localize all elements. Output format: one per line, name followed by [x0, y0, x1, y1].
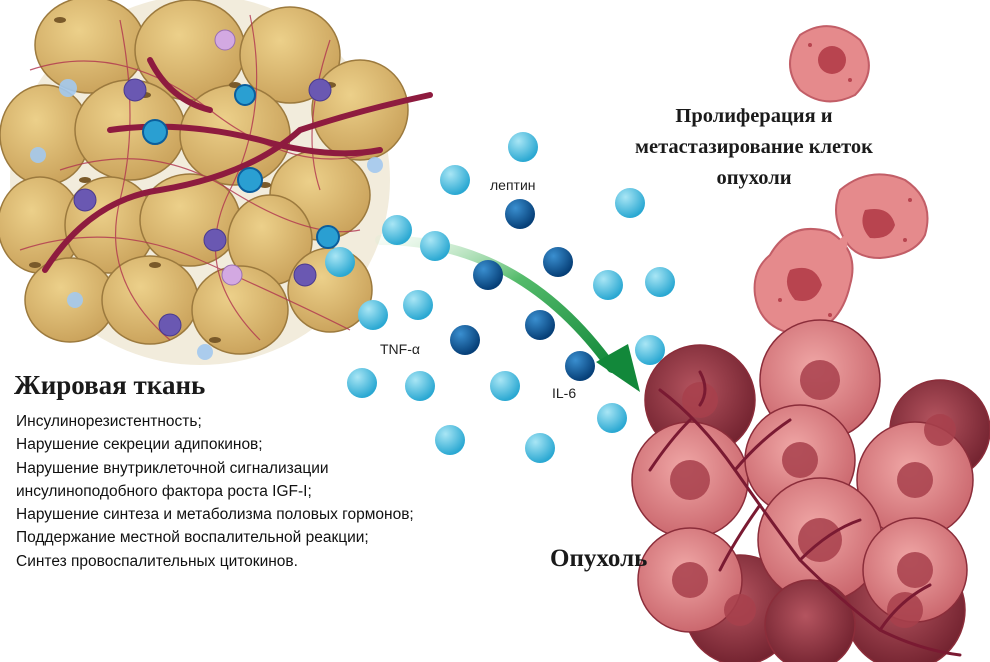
leptin-label: лептин [490, 177, 536, 193]
effect-item: Инсулинорезистентность; [16, 413, 202, 430]
effect-item: инсулиноподобного фактора роста IGF-I; [16, 482, 312, 500]
effect-item: Нарушение внутриклеточной сигнализации [16, 459, 329, 477]
il6-label: IL-6 [552, 385, 577, 401]
proliferation-line-1: Пролиферация и [675, 105, 833, 127]
effect-item: Нарушение синтеза и метаболизма половых … [16, 506, 414, 524]
adipose-tissue-illustration [0, 0, 433, 365]
adipose-effects-list: Инсулинорезистентность; Нарушение секрец… [16, 410, 414, 573]
metastatic-cells-illustration [753, 25, 929, 337]
secretion-arrow [375, 235, 640, 392]
adipose-tissue-title: Жировая ткань [14, 370, 206, 400]
tumor-illustration [631, 319, 990, 662]
proliferation-caption: Пролиферация и метастазирование клеток о… [604, 101, 904, 194]
cytokine-molecules [325, 132, 675, 463]
tumor-title: Опухоль [550, 545, 648, 572]
tnf-alpha-label: TNF-α [380, 341, 420, 357]
effect-item: Синтез провоспалительных цитокинов. [16, 552, 298, 570]
proliferation-line-2: метастазирование клеток [635, 136, 873, 158]
effect-item: Поддержание местной воспалительной реакц… [16, 529, 369, 547]
effect-item: Нарушение секреции адипокинов; [16, 436, 263, 454]
proliferation-line-3: опухоли [716, 167, 792, 189]
